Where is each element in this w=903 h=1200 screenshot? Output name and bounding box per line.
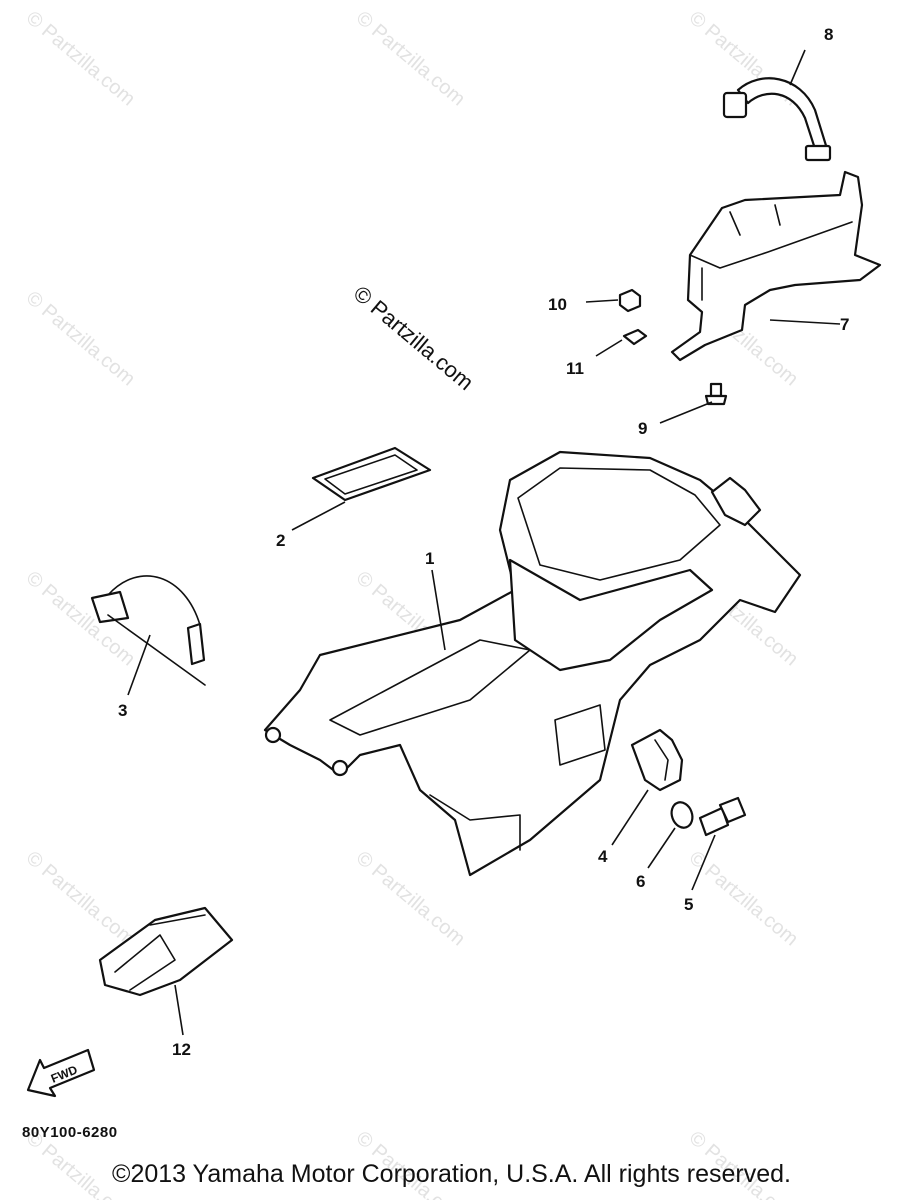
callouts: 8 7 10 11 9 2 1 3 4 6 5 12 bbox=[118, 25, 849, 1059]
watermark-text: © Partzilla.com bbox=[685, 847, 802, 950]
callout-8: 8 bbox=[824, 25, 833, 44]
part-code-label: 80Y100-6280 bbox=[22, 1124, 118, 1141]
part-12-connector bbox=[98, 906, 234, 997]
callout-1: 1 bbox=[425, 549, 434, 568]
callout-7: 7 bbox=[840, 315, 849, 334]
callout-10: 10 bbox=[548, 295, 567, 314]
part-9-screw bbox=[704, 382, 728, 406]
callout-11: 11 bbox=[566, 359, 584, 378]
part-1-housing bbox=[263, 450, 802, 877]
part-3-wire-clip bbox=[90, 575, 206, 686]
part-7-bracket bbox=[670, 170, 882, 362]
part-8-strap bbox=[722, 77, 832, 162]
callout-12: 12 bbox=[172, 1040, 191, 1059]
callout-3: 3 bbox=[118, 701, 127, 720]
part-2-label-plate bbox=[311, 446, 432, 502]
watermark-center: © Partzilla.com bbox=[349, 281, 479, 395]
watermark-text: © Partzilla.com bbox=[22, 7, 139, 110]
fwd-arrow-icon: FWD bbox=[26, 1048, 96, 1098]
watermark-text: © Partzilla.com bbox=[22, 287, 139, 390]
watermark-text: © Partzilla.com bbox=[352, 7, 469, 110]
leader-lines bbox=[127, 49, 841, 1036]
copyright-notice: ©2013 Yamaha Motor Corporation, U.S.A. A… bbox=[112, 1160, 791, 1188]
watermark-text: © Partzilla.com bbox=[22, 847, 139, 950]
part-10-nut bbox=[618, 288, 642, 313]
part-5-bolt bbox=[698, 796, 747, 837]
callout-9: 9 bbox=[638, 419, 647, 438]
part-11-washer bbox=[622, 328, 648, 346]
callout-4: 4 bbox=[598, 847, 608, 866]
part-4-clamp bbox=[630, 728, 684, 792]
watermark-text: © Partzilla.com bbox=[352, 847, 469, 950]
callout-2: 2 bbox=[276, 531, 285, 550]
callout-5: 5 bbox=[684, 895, 693, 914]
callout-6: 6 bbox=[636, 872, 645, 891]
part-6-washer bbox=[670, 801, 694, 829]
